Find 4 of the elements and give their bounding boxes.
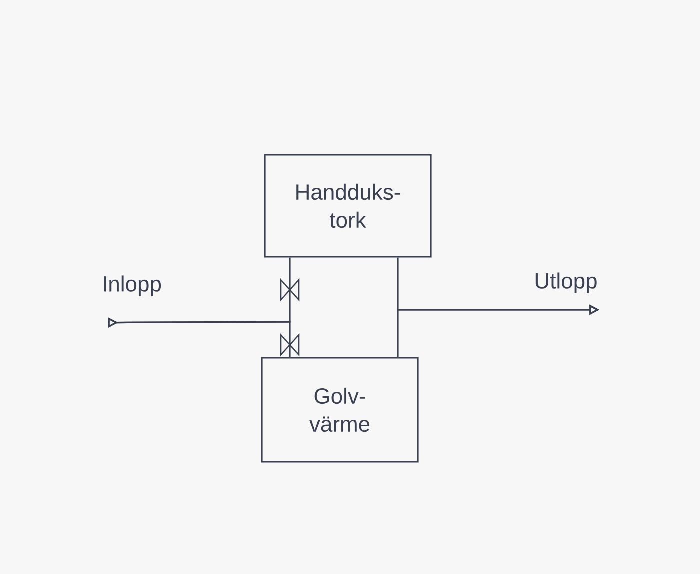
pipe-label: Inlopp (104, 276, 162, 296)
pipe-label: Utlopp (536, 272, 597, 294)
heater-box: Handduks- tork (264, 154, 432, 258)
heater-box: Golv- värme (261, 357, 419, 463)
